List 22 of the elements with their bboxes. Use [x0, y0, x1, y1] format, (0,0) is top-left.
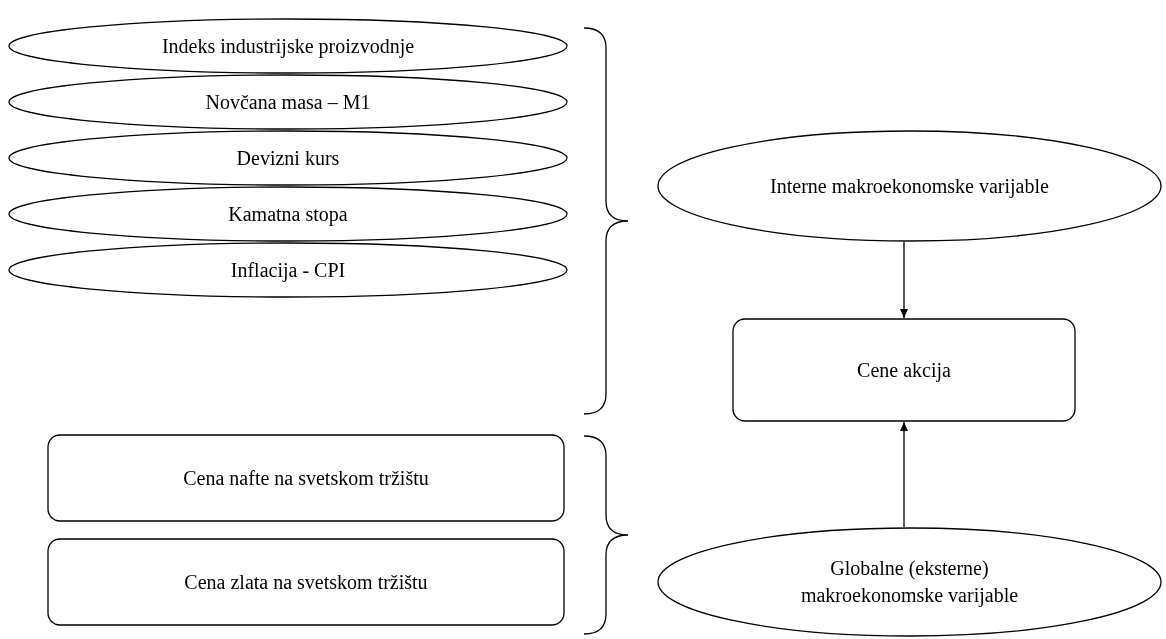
node-label: Interne makroekonomske varijable	[770, 173, 1049, 200]
rounded-box	[732, 318, 1076, 422]
oval-node	[8, 242, 568, 298]
oval-node	[8, 18, 568, 74]
node-label: Globalne (eksterne) makroekonomske varijable	[799, 556, 1020, 609]
oval-node	[8, 186, 568, 242]
node-label: Indeks industrijske proizvodnje	[161, 33, 415, 60]
arrow	[900, 241, 908, 319]
node-label: Cene akcija	[857, 357, 951, 384]
rounded-box	[47, 538, 565, 626]
node-label: Inflacija - CPI	[230, 257, 346, 284]
oval-node	[657, 527, 1162, 637]
node-label: Cena nafte na svetskom tržištu	[183, 465, 429, 491]
rounded-box	[47, 434, 565, 522]
oval-node	[657, 130, 1162, 242]
node-label: Kamatna stopa	[228, 201, 348, 228]
oval-node	[8, 74, 568, 130]
node-label: Novčana masa – M1	[205, 89, 371, 115]
oval-node	[8, 130, 568, 186]
node-label: Cena zlata na svetskom tržištu	[184, 569, 428, 595]
arrow	[900, 421, 908, 528]
node-label: Devizni kurs	[236, 145, 340, 171]
